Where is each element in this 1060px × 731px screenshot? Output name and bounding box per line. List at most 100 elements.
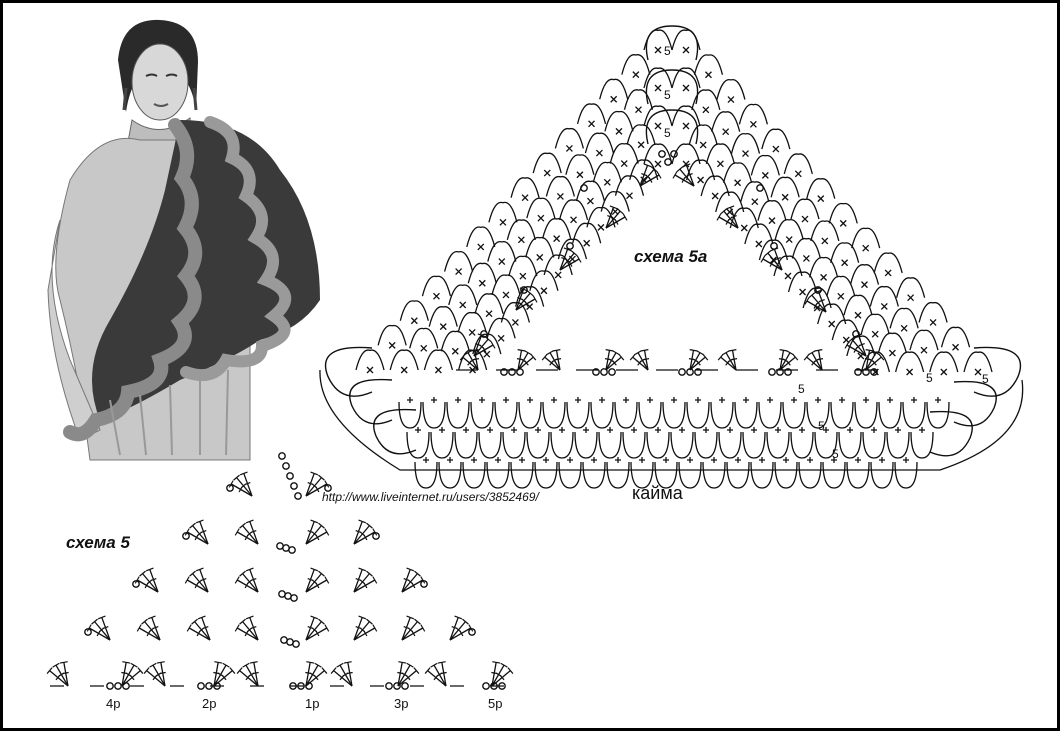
double-crochet-top (59, 661, 68, 664)
chain-stitch-symbol (114, 682, 122, 690)
double-crochet-top (366, 618, 373, 625)
double-crochet-top (413, 667, 420, 674)
single-crochet-symbol (498, 258, 506, 265)
single-crochet-symbol (719, 397, 725, 403)
double-crochet-symbol (245, 664, 259, 687)
single-crochet-symbol (366, 366, 374, 374)
double-crochet-symbol (555, 350, 561, 371)
woman-shawl-photo (47, 10, 326, 461)
chain-stitch-symbol (608, 368, 616, 376)
double-crochet-bar (144, 582, 149, 589)
chain-loop-arc (584, 132, 615, 154)
single-crochet-symbol (459, 301, 467, 309)
chain-loop-arc (486, 317, 516, 339)
double-crochet-bar (55, 674, 61, 681)
chain-loop-arc (643, 143, 673, 165)
double-crochet-symbol (865, 352, 877, 371)
double-crochet-symbol (679, 168, 695, 187)
double-crochet-symbol (401, 627, 424, 641)
double-crochet-top (524, 350, 532, 356)
double-crochet-symbol (605, 356, 622, 371)
single-crochet-symbol (554, 271, 562, 279)
single-crochet-symbol (654, 46, 662, 54)
double-crochet-bar (307, 578, 314, 582)
double-crochet-top (464, 350, 472, 356)
double-crochet-top (233, 474, 240, 481)
double-crochet-symbol (401, 569, 411, 593)
double-crochet-top (430, 662, 438, 668)
double-crochet-bar (196, 630, 201, 637)
border-outline (319, 369, 1024, 471)
chain-stitch-symbol (776, 368, 784, 376)
double-crochet-symbol (544, 356, 561, 371)
double-crochet-top (490, 341, 496, 349)
chain-loop-arc (831, 319, 861, 341)
chain-loop-arc (761, 128, 791, 150)
chain-stitch-symbol (288, 546, 296, 554)
row-label-3: 3р (394, 696, 408, 711)
chain-stitch-symbol (290, 594, 298, 602)
single-crochet-symbol (588, 120, 595, 128)
double-crochet-top (760, 255, 766, 263)
double-crochet-bar (397, 671, 404, 675)
chain-loop-arc (817, 303, 847, 325)
double-crochet-bar (549, 360, 554, 366)
double-crochet-bar (307, 482, 314, 486)
double-crochet-bar (725, 360, 730, 366)
double-crochet-top (656, 171, 662, 179)
single-crochet-symbol (727, 96, 735, 103)
border-loop (518, 401, 542, 429)
single-crochet-symbol (521, 194, 529, 202)
double-crochet-top (424, 667, 431, 674)
chain-stitch-symbol (305, 682, 313, 690)
chain-stitch-symbol (290, 482, 298, 490)
double-crochet-top (609, 205, 618, 210)
border-loop (830, 401, 854, 429)
chain-loop-arc (599, 78, 629, 100)
single-crochet-symbol (801, 215, 809, 223)
border-loop (862, 431, 886, 459)
double-crochet-symbol (305, 525, 322, 545)
double-crochet-symbol (242, 525, 259, 545)
double-crochet-symbol (353, 573, 370, 593)
single-crochet-symbol (565, 145, 573, 152)
single-crochet-symbol (791, 397, 797, 403)
chain-stitch-symbol (401, 682, 409, 690)
double-crochet-symbol (192, 573, 209, 593)
schema-5a-diagram (319, 25, 1024, 489)
chain-stitch-symbol (132, 580, 140, 588)
double-crochet-symbol (305, 483, 328, 497)
chain-loop-arc (526, 197, 556, 219)
chain-loop-arc (889, 307, 919, 329)
double-crochet-top (406, 615, 415, 620)
chain-stitch-symbol (106, 682, 114, 690)
chain-stitch-symbol (784, 368, 792, 376)
chain-loop-arc (389, 349, 419, 371)
double-crochet-symbol (249, 617, 259, 641)
chain-loop-arc (543, 254, 573, 276)
double-crochet-bar (475, 343, 482, 347)
double-crochet-top (324, 624, 330, 632)
double-crochet-top (492, 661, 501, 664)
single-crochet-symbol (415, 427, 421, 433)
schema-5a-title: схема 5а (634, 247, 707, 266)
double-crochet-top (414, 570, 421, 577)
single-crochet-symbol (703, 427, 709, 433)
chain-stitch-symbol (286, 472, 294, 480)
single-crochet-symbol (536, 253, 544, 261)
double-crochet-symbol (353, 525, 370, 545)
border-loop (886, 431, 910, 459)
double-crochet-top (696, 350, 704, 356)
double-crochet-symbol (720, 356, 737, 371)
double-crochet-top (865, 349, 874, 352)
double-crochet-symbol (305, 569, 315, 593)
double-crochet-top (576, 255, 582, 263)
double-crochet-top (234, 576, 240, 584)
single-crochet-symbol (839, 397, 845, 403)
double-crochet-symbol (305, 627, 328, 641)
schema-5-diagram (46, 452, 514, 690)
chain-loop-arc (787, 271, 818, 293)
single-crochet-symbol (407, 397, 413, 403)
chain-loop-arc (806, 178, 836, 199)
border-loop (662, 401, 686, 429)
